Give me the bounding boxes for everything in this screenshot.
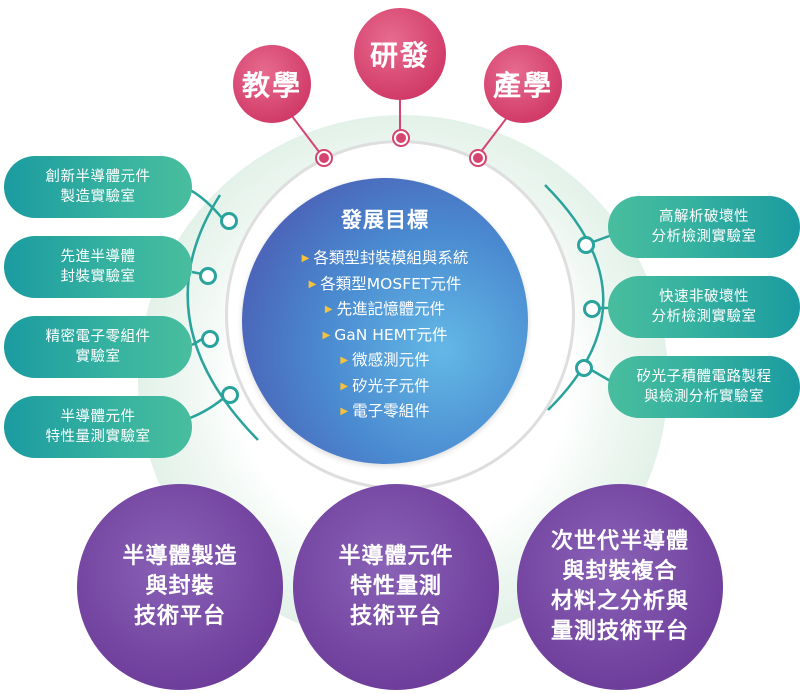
bullet-triangle-icon: ▶ bbox=[340, 355, 349, 366]
left-arc bbox=[186, 194, 259, 441]
goal-item: ▶先進記憶體元件 bbox=[324, 300, 446, 318]
goal-item: ▶GaN HEMT元件 bbox=[322, 325, 448, 344]
center-goals-circle: 發展目標 ▶各類型封裝模組與系統 ▶各類型MOSFET元件 ▶先進記憶體元件 ▶… bbox=[242, 178, 528, 464]
goal-list: ▶各類型封裝模組與系統 ▶各類型MOSFET元件 ▶先進記憶體元件 ▶GaN H… bbox=[242, 246, 528, 425]
node-right-1 bbox=[577, 236, 595, 254]
node-left-4 bbox=[221, 386, 239, 404]
bullet-triangle-icon: ▶ bbox=[308, 278, 317, 290]
conn-left-1 bbox=[189, 188, 223, 219]
platform-label: 半導體製造 與封裝 技術平台 bbox=[122, 544, 238, 629]
lab-label: 矽光子積體電路製程 與檢測分析實驗室 bbox=[636, 369, 772, 405]
bullet-triangle-icon: ▶ bbox=[322, 329, 331, 341]
bullet-triangle-icon: ▶ bbox=[340, 406, 349, 417]
goal-item: ▶微感測元件 bbox=[340, 351, 430, 369]
lab-label: 半導體元件 特性量測實驗室 bbox=[45, 409, 151, 445]
circle-industry: 產學 bbox=[484, 45, 562, 123]
lab-label: 快速非破壞性 分析檢測實驗室 bbox=[651, 289, 757, 325]
platform-label: 次世代半導體 與封裝複合 材料之分析與 量測技術平台 bbox=[550, 529, 689, 644]
lab-nondestructive-analysis: 快速非破壞性 分析檢測實驗室 bbox=[608, 276, 800, 338]
node-left-3 bbox=[201, 330, 219, 348]
lab-label: 創新半導體元件 製造實驗室 bbox=[45, 169, 151, 205]
circle-teaching-label: 教學 bbox=[241, 69, 302, 102]
right-arc bbox=[544, 184, 605, 411]
lab-innovative-device-fab: 創新半導體元件 製造實驗室 bbox=[4, 156, 192, 218]
node-right-3 bbox=[575, 359, 593, 377]
lab-silicon-photonics: 矽光子積體電路製程 與檢測分析實驗室 bbox=[608, 356, 800, 418]
circle-research-label: 研發 bbox=[369, 39, 430, 72]
lab-advanced-packaging: 先進半導體 封裝實驗室 bbox=[4, 236, 192, 298]
pin-research bbox=[394, 131, 408, 145]
circle-teaching: 教學 bbox=[233, 45, 311, 123]
circle-research: 研發 bbox=[354, 8, 446, 100]
bullet-triangle-icon: ▶ bbox=[301, 253, 310, 264]
pin-industry bbox=[471, 151, 485, 165]
conn-left-4 bbox=[189, 395, 227, 420]
lab-destructive-analysis: 高解析破壞性 分析檢測實驗室 bbox=[608, 196, 800, 258]
platform-next-gen-materials: 次世代半導體 與封裝複合 材料之分析與 量測技術平台 bbox=[517, 484, 723, 690]
goal-item: ▶矽光子元件 bbox=[340, 376, 430, 395]
lab-device-characterization: 半導體元件 特性量測實驗室 bbox=[4, 396, 192, 458]
node-right-2 bbox=[583, 300, 601, 318]
node-left-2 bbox=[199, 267, 217, 285]
center-title: 發展目標 bbox=[341, 208, 429, 232]
pin-teaching bbox=[317, 151, 331, 165]
lab-label: 高解析破壞性 分析檢測實驗室 bbox=[651, 209, 757, 245]
bullet-triangle-icon: ▶ bbox=[324, 304, 333, 315]
goal-item: ▶各類型封裝模組與系統 bbox=[301, 249, 469, 267]
goal-item: ▶各類型MOSFET元件 bbox=[308, 274, 462, 293]
platform-device-characterization: 半導體元件 特性量測 技術平台 bbox=[293, 484, 499, 690]
node-left-1 bbox=[220, 212, 238, 230]
lab-label: 精密電子零組件 實驗室 bbox=[45, 329, 151, 365]
bullet-triangle-icon: ▶ bbox=[340, 380, 349, 392]
platform-manufacturing-packaging: 半導體製造 與封裝 技術平台 bbox=[77, 484, 283, 690]
platform-label: 半導體元件 特性量測 技術平台 bbox=[338, 544, 454, 629]
circle-industry-label: 產學 bbox=[492, 69, 553, 102]
goal-item: ▶電子零組件 bbox=[340, 402, 430, 420]
lab-label: 先進半導體 封裝實驗室 bbox=[60, 249, 136, 285]
lab-precision-components: 精密電子零組件 實驗室 bbox=[4, 316, 192, 378]
